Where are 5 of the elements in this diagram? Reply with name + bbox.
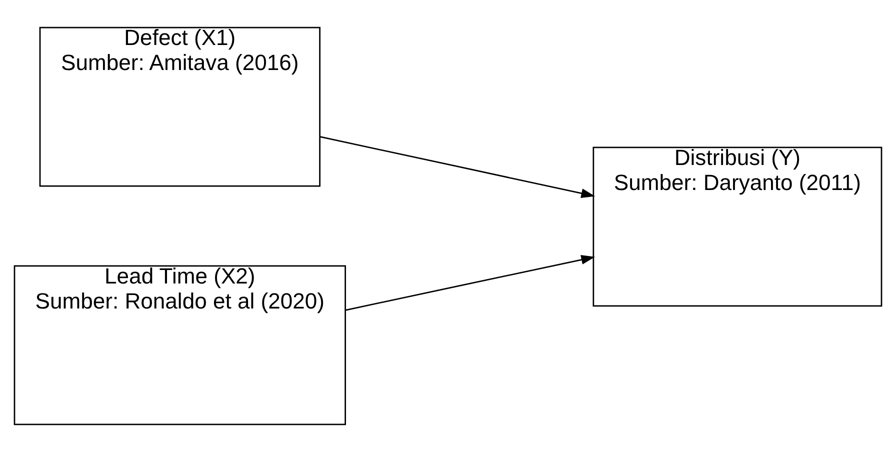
node-box: Distribusi (Y) Sumber: Daryanto (2011)	[592, 146, 882, 307]
node-box: Lead Time (X2) Sumber: Ronaldo et al (2020)	[14, 265, 346, 426]
arrow	[345, 254, 596, 311]
node-box: Defect (X1) Sumber: Amitava (2016)	[39, 26, 320, 187]
arrow	[320, 136, 596, 198]
